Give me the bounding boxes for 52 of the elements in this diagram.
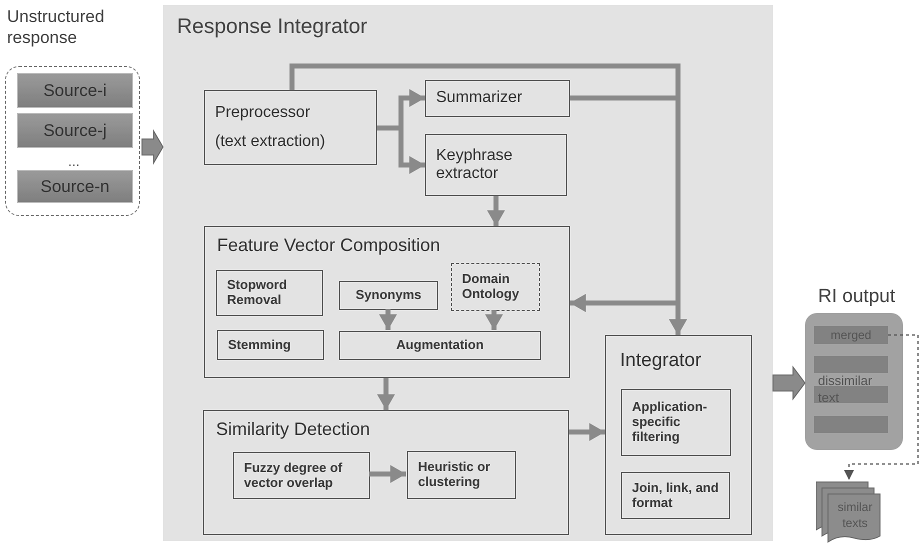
step-box [339, 331, 541, 360]
source-label: Source-j [43, 120, 107, 140]
step-box [407, 451, 516, 499]
step-box [217, 330, 324, 360]
box-label: (text extraction) [215, 132, 326, 151]
process-box [204, 90, 377, 165]
step-label: Domain Ontology [462, 272, 520, 302]
section-box [203, 410, 569, 535]
output-heading: RI output [818, 286, 896, 308]
section-title: Integrator [620, 350, 702, 372]
dashed-arrow [844, 334, 919, 480]
section-title: Similarity Detection [216, 419, 370, 440]
block-arrow [772, 366, 806, 400]
integrator-panel [163, 5, 773, 541]
step-label: Join, link, and format [632, 480, 719, 510]
section-box [204, 226, 570, 378]
step-label: Application-specific filtering [632, 400, 708, 445]
source-label: Source-n [40, 176, 110, 196]
source-bar [17, 170, 133, 203]
step-label: Augmentation [396, 338, 484, 353]
step-box [233, 452, 370, 499]
block-arrow [142, 129, 164, 165]
arrow [487, 196, 505, 226]
step-box [621, 389, 731, 456]
section-title: Feature Vector Composition [217, 235, 440, 256]
ellipsis-label: ... [68, 153, 80, 169]
arrow [569, 423, 605, 441]
dashed-step-box [451, 263, 540, 311]
source-bar [17, 113, 133, 148]
box-label: Keyphrase extractor [436, 146, 514, 184]
box-label: Preprocessor [215, 104, 312, 122]
step-label: Stopword Removal [227, 278, 288, 308]
integrator-box [605, 335, 752, 535]
step-label: Stemming [228, 338, 292, 352]
process-box [425, 80, 570, 117]
step-label: Fuzzy degree of vector overlap [244, 460, 344, 490]
source-bar [17, 73, 133, 108]
step-label: Heuristic or clustering [418, 460, 492, 490]
merged-bar [814, 326, 888, 344]
arrow [377, 378, 395, 410]
box-label: Summarizer [436, 89, 524, 108]
step-box [339, 281, 438, 310]
arrow [485, 310, 503, 330]
step-box [621, 472, 730, 519]
source-label: Source-i [43, 80, 107, 100]
group-heading: Unstructured response [7, 6, 106, 48]
arrow [369, 465, 406, 483]
step-box [216, 270, 323, 316]
panel-title: Response Integrator [177, 15, 368, 39]
process-box [425, 134, 567, 196]
arrow [379, 309, 397, 330]
step-label: Synonyms [356, 288, 422, 303]
